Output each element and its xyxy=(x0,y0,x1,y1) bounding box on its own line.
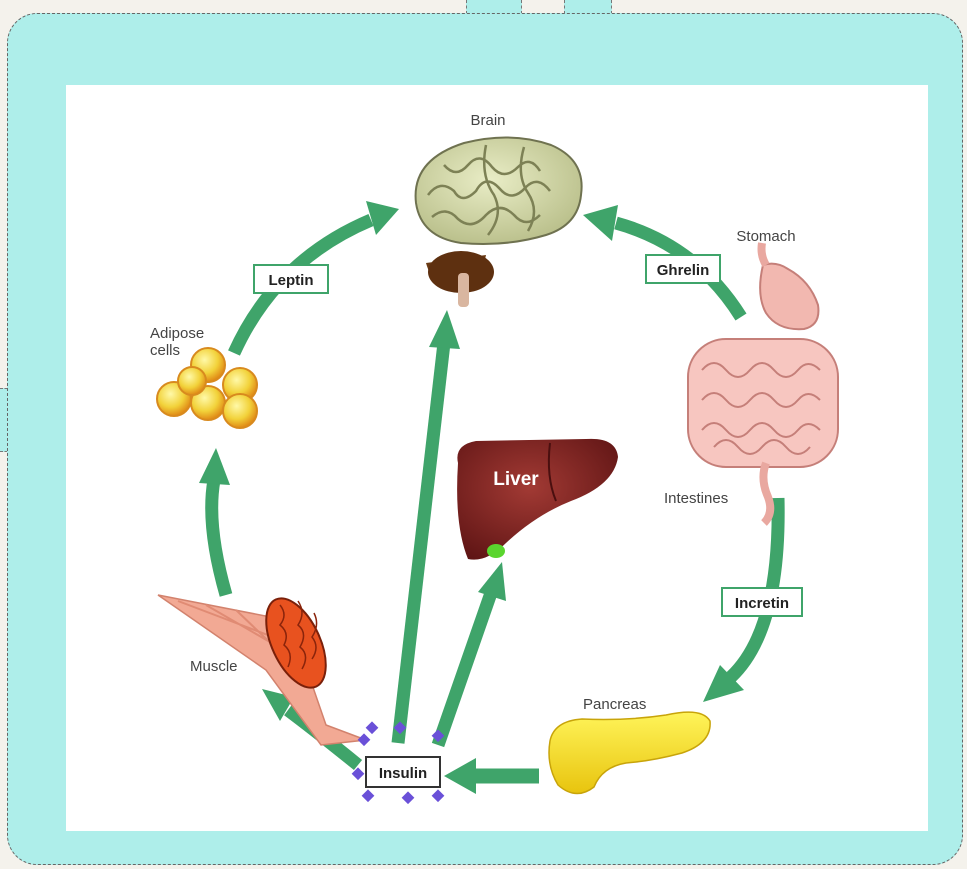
hormone-box-insulin: Insulin xyxy=(366,757,440,787)
label-adipose-line2: cells xyxy=(150,342,180,359)
window-tab-right[interactable] xyxy=(564,0,612,14)
arrow-muscle-to-adipose xyxy=(199,448,230,595)
pancreas-illustration xyxy=(549,712,710,793)
hormone-leptin: Leptin xyxy=(269,272,314,289)
label-pancreas: Pancreas xyxy=(583,696,646,713)
hormone-box-incretin: Incretin xyxy=(722,588,802,616)
brain-illustration xyxy=(416,137,582,307)
label-intestines: Intestines xyxy=(664,490,728,507)
label-adipose-line1: Adipose xyxy=(150,325,204,342)
hormone-box-ghrelin: Ghrelin xyxy=(646,255,720,283)
label-brain: Brain xyxy=(470,112,505,129)
diagram-panel: Brain Stomach Adipose cells Liver Intest… xyxy=(66,85,928,831)
arrow-pancreas-to-insulin xyxy=(444,758,539,794)
window-tab-left[interactable] xyxy=(466,0,522,14)
hormone-box-leptin: Leptin xyxy=(254,265,328,293)
hormone-incretin: Incretin xyxy=(735,595,789,612)
diagram-frame: Brain Stomach Adipose cells Liver Intest… xyxy=(7,13,963,865)
liver-illustration xyxy=(457,439,618,560)
hormone-ghrelin: Ghrelin xyxy=(657,262,710,279)
arrow-insulin-to-brain xyxy=(398,310,460,743)
arrow-insulin-to-liver xyxy=(438,562,506,745)
adipose-cells-illustration xyxy=(157,348,257,428)
label-stomach: Stomach xyxy=(736,228,795,245)
label-liver: Liver xyxy=(493,469,539,490)
label-muscle: Muscle xyxy=(190,658,238,675)
hormone-cycle-diagram: Brain Stomach Adipose cells Liver Intest… xyxy=(66,85,928,831)
hormone-insulin: Insulin xyxy=(379,765,427,782)
